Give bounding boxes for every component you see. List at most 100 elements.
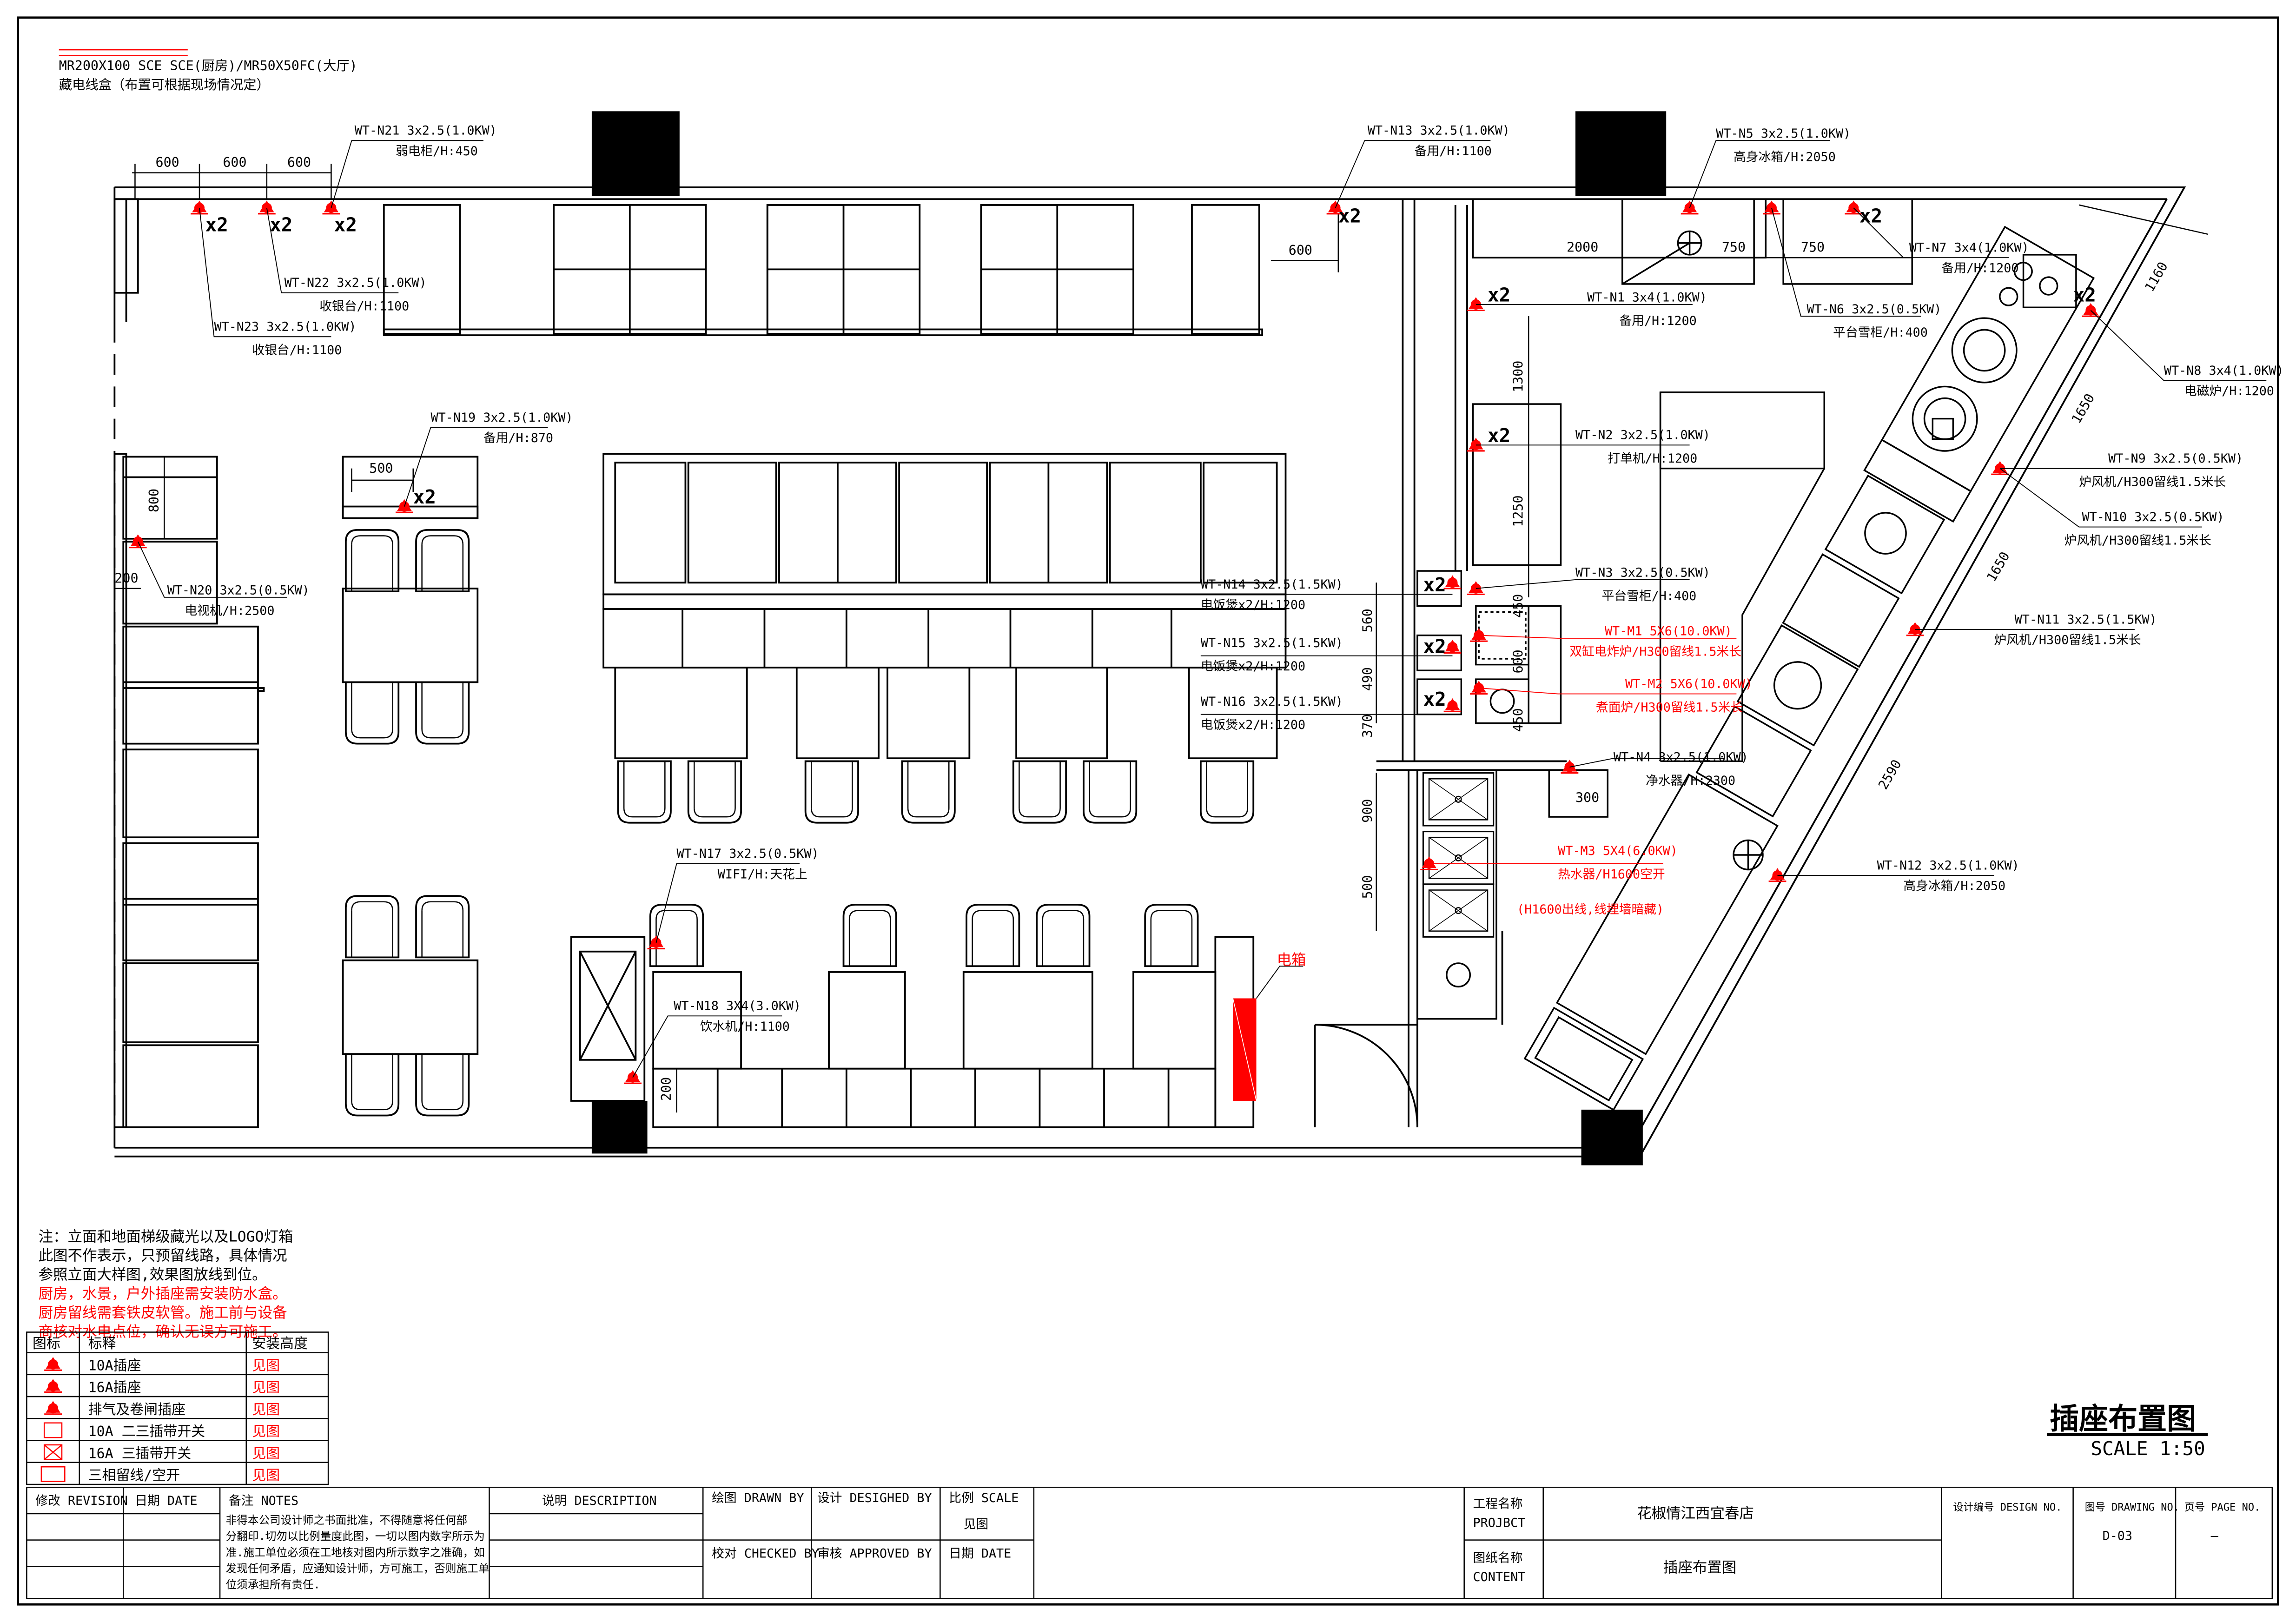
svg-text:见图: 见图 xyxy=(252,1357,280,1374)
svg-text:见图: 见图 xyxy=(252,1423,280,1440)
svg-text:x2: x2 xyxy=(1488,424,1510,447)
svg-text:图纸名称: 图纸名称 xyxy=(1473,1551,1523,1565)
dimensions xyxy=(114,164,2208,1113)
svg-text:审核 APPROVED BY: 审核 APPROVED BY xyxy=(817,1546,932,1561)
callout-n19-desc: 备用/H:870 xyxy=(483,431,553,445)
svg-text:x2: x2 xyxy=(1488,284,1510,306)
dim-2590: 2590 xyxy=(1875,757,1905,792)
svg-text:参照立面大样图,效果图放线到位。: 参照立面大样图,效果图放线到位。 xyxy=(39,1266,267,1283)
dim-300: 300 xyxy=(1575,790,1599,806)
callout-n7-id: WT-N7 3x4(1.0KW) xyxy=(1909,241,2029,255)
dim-750b: 750 xyxy=(1801,240,1825,255)
svg-text:日期 DATE: 日期 DATE xyxy=(135,1494,197,1508)
dim-1300: 1300 xyxy=(1511,361,1526,392)
dim-450a: 450 xyxy=(1511,594,1526,618)
svg-text:见图: 见图 xyxy=(252,1445,280,1462)
svg-text:PROJBCT: PROJBCT xyxy=(1473,1516,1526,1530)
svg-text:x2: x2 xyxy=(270,214,292,236)
callout-m3-desc: 热水器/H1600空开 xyxy=(1558,867,1665,881)
svg-text:x2: x2 xyxy=(1423,635,1446,657)
callout-n15-desc: 电饭煲x2/H:1200 xyxy=(1201,659,1305,674)
callout-n17-id: WT-N17 3x2.5(0.5KW) xyxy=(677,847,819,861)
dim-1160: 1160 xyxy=(2142,259,2171,295)
callout-n17-desc: WIFI/H:天花上 xyxy=(718,867,807,881)
svg-text:10A插座: 10A插座 xyxy=(88,1357,141,1374)
dim-200a: 200 xyxy=(114,570,138,586)
svg-text:图标: 图标 xyxy=(33,1336,60,1352)
callout-n14-desc: 电饭煲x2/H:1200 xyxy=(1201,598,1305,612)
svg-text:比例 SCALE: 比例 SCALE xyxy=(949,1491,1019,1505)
callout-n13-id: WT-N13 3x2.5(1.0KW) xyxy=(1368,124,1510,138)
svg-text:见图: 见图 xyxy=(252,1468,280,1484)
sheet-border xyxy=(17,16,2279,1606)
svg-text:x2: x2 xyxy=(205,214,228,236)
callout-n8-desc: 电磁炉/H:1200 xyxy=(2184,384,2274,398)
svg-text:D-03: D-03 xyxy=(2103,1529,2132,1543)
dim-500: 500 xyxy=(369,461,393,476)
callout-n6-id: WT-N6 3x2.5(0.5KW) xyxy=(1807,302,1942,317)
dim-560: 560 xyxy=(1360,609,1375,632)
callout-n22-id: WT-N22 3x2.5(1.0KW) xyxy=(285,276,427,290)
svg-text:设计编号 DESIGN NO.: 设计编号 DESIGN NO. xyxy=(1953,1502,2062,1514)
dim-750a: 750 xyxy=(1722,240,1746,255)
dim-500b: 500 xyxy=(1360,875,1375,899)
dim-2000: 2000 xyxy=(1567,240,1598,255)
dim-1250: 1250 xyxy=(1511,495,1526,527)
svg-text:绘图 DRAWN BY: 绘图 DRAWN BY xyxy=(712,1491,804,1505)
chairs-lower xyxy=(649,904,1199,967)
svg-text:设计 DESIGHED BY: 设计 DESIGHED BY xyxy=(817,1491,932,1505)
svg-text:分翻印.切勿以比例量度此图，一切以图内数字所示为: 分翻印.切勿以比例量度此图，一切以图内数字所示为 xyxy=(226,1530,485,1543)
svg-text:x2: x2 xyxy=(413,486,436,508)
dim-1650b: 1650 xyxy=(1984,549,2013,584)
svg-text:x2: x2 xyxy=(1338,205,1361,227)
callout-n21-desc: 弱电柜/H:450 xyxy=(396,144,478,159)
svg-text:校对 CHECKED BY: 校对 CHECKED BY xyxy=(712,1546,819,1561)
callout-n9-id: WT-N9 3x2.5(0.5KW) xyxy=(2108,451,2243,466)
svg-text:10A 二三插带开关: 10A 二三插带开关 xyxy=(88,1423,205,1440)
callout-n5-id: WT-N5 3x2.5(1.0KW) xyxy=(1716,126,1851,141)
callout-n2-desc: 打单机/H:1200 xyxy=(1608,451,1697,466)
svg-text:日期 DATE: 日期 DATE xyxy=(949,1546,1011,1561)
booths-left xyxy=(113,453,265,1128)
dim-370: 370 xyxy=(1360,714,1375,738)
dim-600e: 600 xyxy=(1511,649,1526,673)
leader-lines xyxy=(137,140,2267,1078)
chairs-center xyxy=(617,760,1255,824)
callout-m3-id: WT-M3 5X4(6.0KW) xyxy=(1558,844,1678,858)
callout-n2-id: WT-N2 3x2.5(1.0KW) xyxy=(1575,428,1710,443)
booth-row-top xyxy=(383,204,1264,336)
svg-text:排气及卷闸插座: 排气及卷闸插座 xyxy=(88,1402,185,1418)
callout-n11-desc: 炉风机/H300留线1.5米长 xyxy=(1994,633,2141,648)
callout-n14-id: WT-N14 3x2.5(1.5KW) xyxy=(1201,577,1343,592)
callout-n10-desc: 炉风机/H300留线1.5米长 xyxy=(2064,533,2211,548)
cooking-line xyxy=(1523,225,2095,1111)
svg-text:见图: 见图 xyxy=(964,1517,989,1531)
callout-n3-desc: 平台雪柜/H:400 xyxy=(1602,589,1697,603)
svg-text:准.施工单位必须在工地核对图内所示数字之准确，如: 准.施工单位必须在工地核对图内所示数字之准确，如 xyxy=(226,1546,485,1559)
dim-800: 800 xyxy=(146,489,162,512)
svg-text:花椒情江西宜春店: 花椒情江西宜春店 xyxy=(1637,1505,1754,1522)
callout-n12-desc: 高身冰箱/H:2050 xyxy=(1903,879,2005,894)
svg-text:修改 REVISION: 修改 REVISION xyxy=(35,1494,127,1508)
callout-n23-desc: 收银台/H:1100 xyxy=(252,343,342,358)
callout-n9-desc: 炉风机/H300留线1.5米长 xyxy=(2079,475,2226,489)
svg-text:安装高度: 安装高度 xyxy=(252,1336,308,1352)
header-note: MR200X100 SCE SCE(厨房)/MR50X50FC(大厅) 藏电线盒… xyxy=(59,49,357,93)
svg-text:此图不作表示，只预留线路，具体情况: 此图不作表示，只预留线路，具体情况 xyxy=(39,1247,287,1264)
svg-text:位须承担所有责任.: 位须承担所有责任. xyxy=(226,1578,320,1591)
columns xyxy=(591,111,1667,1165)
dim-200b: 200 xyxy=(659,1077,674,1101)
callout-n10-id: WT-N10 3x2.5(0.5KW) xyxy=(2082,510,2224,524)
header-line-1: MR200X100 SCE SCE(厨房)/MR50X50FC(大厅) xyxy=(59,58,357,73)
svg-text:x2: x2 xyxy=(1859,205,1882,227)
tables-lower xyxy=(570,936,1257,1128)
dim-600a: 600 xyxy=(156,155,179,170)
svg-text:x2: x2 xyxy=(1423,688,1446,710)
electric-panel-label: 电箱 xyxy=(1277,952,1306,968)
drawing-title-text: 插座布置图 xyxy=(2050,1402,2196,1436)
callout-n20-id: WT-N20 3x2.5(0.5KW) xyxy=(167,583,310,597)
callout-n15-id: WT-N15 3x2.5(1.5KW) xyxy=(1201,636,1343,650)
tables-left-middle xyxy=(342,456,479,1055)
svg-text:图号 DRAWING NO.: 图号 DRAWING NO. xyxy=(2085,1502,2179,1514)
